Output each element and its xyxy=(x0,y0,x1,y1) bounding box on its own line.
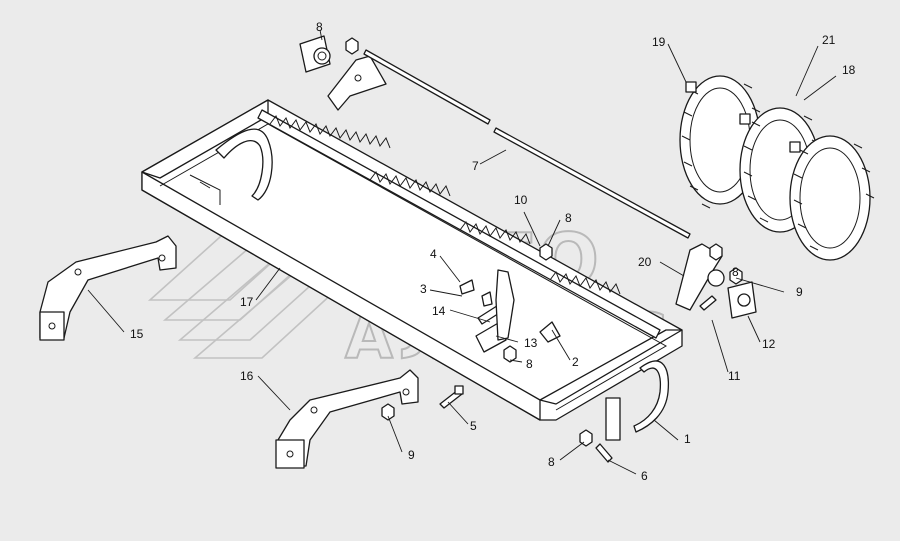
nut-8-front xyxy=(579,429,593,447)
bolt-5 xyxy=(439,385,464,409)
callout-8-front: 8 xyxy=(548,455,555,469)
bearing-plate-right xyxy=(699,267,757,319)
callout-11: 11 xyxy=(728,369,741,383)
callout-2: 2 xyxy=(572,355,579,369)
callout-8-right: 8 xyxy=(732,265,739,279)
leader-lines xyxy=(87,29,837,475)
callout-6: 6 xyxy=(641,469,648,483)
callout-12: 12 xyxy=(762,337,776,351)
clamp-assembly xyxy=(459,243,561,363)
callout-17: 17 xyxy=(240,295,254,309)
callout-9-nut: 9 xyxy=(408,448,415,462)
callout-4: 4 xyxy=(430,247,437,261)
callout-20: 20 xyxy=(638,255,652,269)
hitch-bracket-right xyxy=(275,369,419,469)
shaft xyxy=(363,49,691,239)
cage-wheel-3 xyxy=(789,135,875,261)
nut-9 xyxy=(381,403,395,421)
callout-7: 7 xyxy=(472,159,479,173)
callout-13: 13 xyxy=(524,336,538,350)
arm-right xyxy=(675,243,725,311)
arm-top xyxy=(327,37,387,111)
callout-5: 5 xyxy=(470,419,477,433)
callout-15: 15 xyxy=(130,327,144,341)
callout-19: 19 xyxy=(652,35,666,49)
tine-spring-rear xyxy=(215,128,273,201)
callout-16: 16 xyxy=(240,369,254,383)
callout-8-top: 8 xyxy=(316,20,323,34)
callouts: 1 2 3 4 5 6 7 8 8 8 8 8 9 9 10 11 12 13 … xyxy=(130,20,856,483)
bolt-6 xyxy=(595,443,613,463)
callout-10: 10 xyxy=(514,193,528,207)
tine-spring xyxy=(605,360,670,441)
callout-21: 21 xyxy=(822,33,836,47)
callout-18: 18 xyxy=(842,63,856,77)
callout-14: 14 xyxy=(432,304,446,318)
callout-3: 3 xyxy=(420,282,427,296)
callout-9-right: 9 xyxy=(796,285,803,299)
bearing-plate-top xyxy=(299,35,331,73)
callout-1: 1 xyxy=(684,432,691,446)
callout-8-mid: 8 xyxy=(565,211,572,225)
callout-8-clamp: 8 xyxy=(526,357,533,371)
hitch-bracket-left xyxy=(39,235,177,341)
